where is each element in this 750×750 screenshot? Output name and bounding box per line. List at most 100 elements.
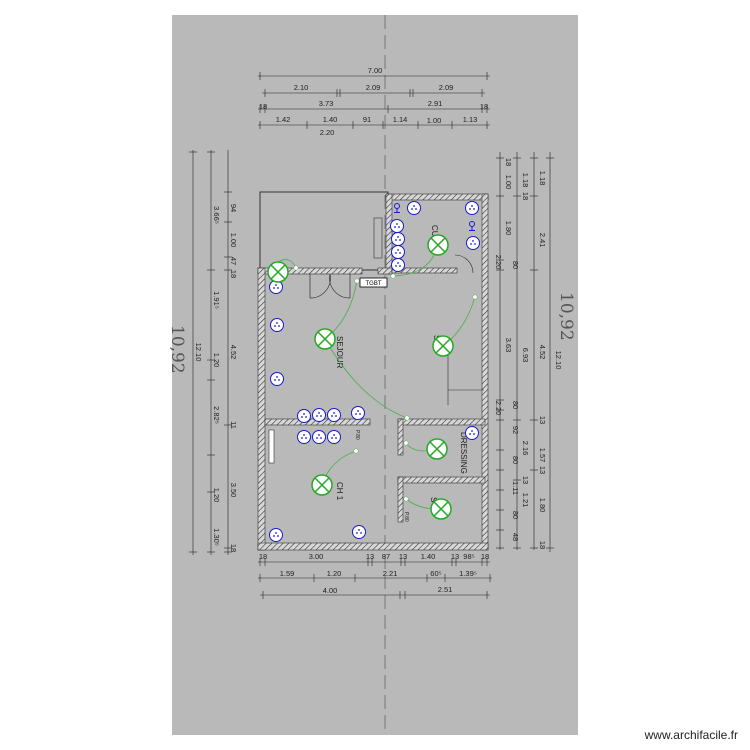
- light-cross: [429, 441, 445, 457]
- socket-pin: [274, 379, 276, 381]
- socket-icon: [327, 430, 341, 444]
- dimension-label-top: 2.09: [366, 83, 381, 92]
- socket-outline: [352, 525, 366, 539]
- dimension-label-left: 3.66⁵: [212, 206, 221, 224]
- wall: [391, 267, 458, 274]
- dimension-label-left: 18: [229, 544, 238, 552]
- dimension-label-bottom: 13: [451, 552, 459, 561]
- wall: [397, 476, 404, 523]
- dimension-label-top: 1.14: [393, 115, 408, 124]
- socket-pin: [335, 437, 337, 439]
- room-label-chambre: CH 1: [335, 482, 344, 501]
- light-cross: [430, 237, 446, 253]
- dimension-label-left: 2.82⁵: [212, 406, 221, 424]
- dimension-label-right: 12.10: [554, 351, 563, 370]
- dimension-label-left: 1.30⁵: [212, 528, 221, 546]
- socket-pin: [278, 379, 280, 381]
- switch-icon: [403, 496, 409, 502]
- socket-pin: [471, 430, 473, 432]
- socket-pin: [305, 437, 307, 439]
- light-cross: [435, 338, 451, 354]
- dimension-label-bottom: 13: [399, 552, 407, 561]
- dimension-label-right: 3.63: [504, 338, 513, 353]
- dimension-label-top: 18: [480, 102, 488, 111]
- socket-pin: [305, 416, 307, 418]
- socket-outline: [312, 430, 326, 444]
- socket-pin: [318, 412, 320, 414]
- socket-pin: [356, 532, 358, 534]
- socket-outline: [407, 201, 421, 215]
- socket-pin: [415, 208, 417, 210]
- wall: [257, 542, 489, 551]
- socket-pin: [394, 226, 396, 228]
- room-label-wc: S: [429, 497, 438, 502]
- socket-icon: [407, 201, 421, 215]
- socket-pin: [357, 410, 359, 412]
- dimension-label-right: 1.00: [504, 175, 513, 190]
- socket-pin: [331, 437, 333, 439]
- socket-pin: [301, 416, 303, 418]
- socket-pin: [397, 249, 399, 251]
- room-label-sejour: SEJOUR: [335, 336, 344, 369]
- socket-pin: [395, 239, 397, 241]
- dimension-label-bottom: 2.21: [383, 569, 398, 578]
- socket-pin: [472, 240, 474, 242]
- socket-icon: [351, 406, 365, 420]
- dimension-label-right: 1.57: [538, 448, 547, 463]
- dimension-label-left: 18: [229, 270, 238, 278]
- dimension-label-bottom: 13: [366, 552, 374, 561]
- socket-pin: [335, 415, 337, 417]
- dimension-label-bottom: 4.00: [323, 586, 338, 595]
- dimension-label-right: 1.18: [538, 171, 547, 186]
- socket-outline: [390, 219, 404, 233]
- dimension-label-bottom: 18: [259, 552, 267, 561]
- electrical-fixtures: [267, 201, 480, 542]
- socket-outline: [391, 258, 405, 272]
- socket-outline: [466, 236, 480, 250]
- socket-pin: [411, 208, 413, 210]
- handwritten-total-right: 10,92: [556, 292, 576, 341]
- socket-icon: [270, 318, 284, 332]
- walls: [257, 191, 489, 551]
- door-arc: [454, 254, 474, 274]
- switch-icon: [354, 278, 360, 284]
- door-label-chambre: P.80: [354, 430, 360, 440]
- socket-pin: [274, 325, 276, 327]
- partition: [447, 350, 484, 405]
- dimension-label-bottom: 2.51: [438, 585, 453, 594]
- socket-outline: [465, 201, 479, 215]
- dimension-label-right: 1.11: [511, 481, 520, 495]
- wall: [385, 193, 489, 201]
- socket-pin: [301, 437, 303, 439]
- socket-icon: [312, 408, 326, 422]
- dimension-label-right: 13: [538, 466, 547, 474]
- dimension-label-bottom: 60⁵: [430, 569, 441, 578]
- dimension-label-right: 13: [521, 476, 530, 484]
- socket-pin: [471, 205, 473, 207]
- socket-pin: [316, 415, 318, 417]
- socket-pin: [320, 437, 322, 439]
- socket-pin: [277, 535, 279, 537]
- room-labels: SEJOUR CU S DRESSING CH 1 S P.80 P.80 TG…: [167, 225, 576, 522]
- wire: [324, 338, 408, 419]
- dimension-label-bottom: 1.39⁵: [459, 569, 477, 578]
- ceiling-light-icon: [314, 328, 336, 350]
- socket-pin: [303, 413, 305, 415]
- socket-pin: [399, 265, 401, 267]
- ceiling-light-icon: [267, 261, 289, 283]
- switch-icon: [353, 448, 359, 454]
- tgbt-label: TGBT: [366, 281, 382, 287]
- dimension-label-top: 1.40: [323, 115, 338, 124]
- dimension-label-left: 1.20: [212, 353, 221, 368]
- tgbt-panel: TGBT: [359, 277, 388, 288]
- window: [268, 429, 275, 464]
- socket-pin: [331, 415, 333, 417]
- dimension-label-left: 1.91⁵: [212, 291, 221, 309]
- socket-pin: [399, 252, 401, 254]
- socket-icon: [327, 408, 341, 422]
- socket-pin: [303, 434, 305, 436]
- socket-icon: [269, 528, 283, 542]
- dimension-label-left: 12.10: [194, 343, 203, 362]
- dimension-label-right: 2.41: [538, 233, 547, 248]
